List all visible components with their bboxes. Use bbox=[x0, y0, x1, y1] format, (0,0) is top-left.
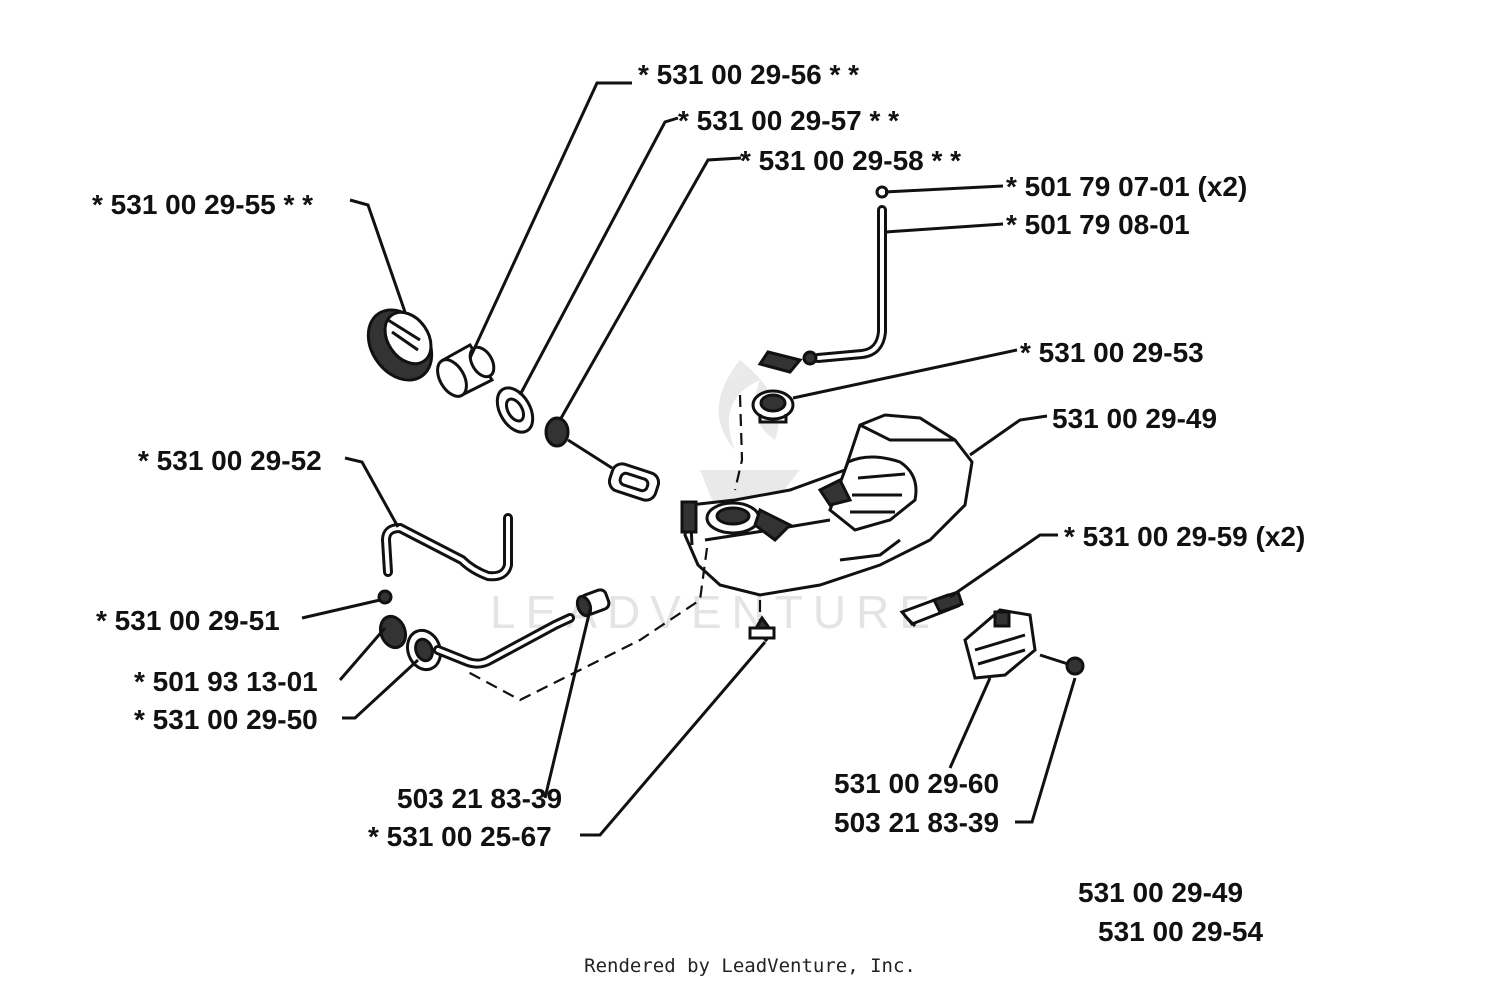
fuel-tank-part bbox=[680, 413, 974, 597]
callout-501-79-08-01: * 501 79 08-01 bbox=[1006, 209, 1190, 240]
callout-531-00-29-60: 531 00 29-60 bbox=[834, 768, 999, 799]
callout-501-93-13-01: * 501 93 13-01 bbox=[134, 666, 318, 697]
callout-531-00-29-52: * 531 00 29-52 bbox=[138, 445, 322, 476]
leader-lines bbox=[301, 81, 1077, 837]
fuel-filter-part bbox=[378, 613, 575, 672]
handle-bracket-part bbox=[963, 608, 1037, 680]
callout-503-21-83-39-screw: 503 21 83-39 bbox=[834, 807, 999, 838]
reference-531-00-29-54: 531 00 29-54 bbox=[1098, 916, 1263, 947]
callout-531-00-29-59: * 531 00 29-59 (x2) bbox=[1064, 521, 1305, 552]
callout-531-00-29-55: * 531 00 29-55 * * bbox=[92, 189, 313, 220]
callout-531-00-29-51: * 531 00 29-51 bbox=[96, 605, 280, 636]
retainer-strap-part bbox=[544, 416, 661, 502]
vent-hose-part bbox=[757, 185, 889, 374]
mount-bracket-part bbox=[899, 590, 964, 628]
vent-valve-part bbox=[751, 389, 795, 424]
callout-501-79-07-01: * 501 79 07-01 (x2) bbox=[1006, 171, 1247, 202]
callout-503-21-83-39-hose: 503 21 83-39 bbox=[397, 783, 562, 814]
callout-531-00-29-49: 531 00 29-49 bbox=[1052, 403, 1217, 434]
watermark: LEADVENTURE bbox=[490, 586, 940, 638]
mount-screw-part bbox=[1039, 653, 1085, 676]
callout-531-00-29-50: * 531 00 29-50 bbox=[134, 704, 318, 735]
callout-531-00-29-57: * 531 00 29-57 * * bbox=[678, 105, 899, 136]
washer-ring-part bbox=[495, 386, 535, 434]
callout-531-00-29-56: * 531 00 29-56 * * bbox=[638, 59, 859, 90]
callout-531-00-29-53: * 531 00 29-53 bbox=[1020, 337, 1204, 368]
hose-connector-part bbox=[377, 589, 393, 605]
tank-grommet-part bbox=[748, 615, 776, 643]
reference-531-00-29-49: 531 00 29-49 bbox=[1078, 877, 1243, 908]
retainer-sleeve-part bbox=[436, 342, 496, 398]
fuel-hose-part bbox=[380, 513, 513, 582]
hose-grommet-part bbox=[575, 588, 611, 618]
fuel-cap-part bbox=[366, 308, 434, 382]
callout-531-00-29-58: * 531 00 29-58 * * bbox=[740, 145, 961, 176]
callout-531-00-25-67: * 531 00 25-67 bbox=[368, 821, 552, 852]
render-credit: Rendered by LeadVenture, Inc. bbox=[584, 955, 916, 977]
